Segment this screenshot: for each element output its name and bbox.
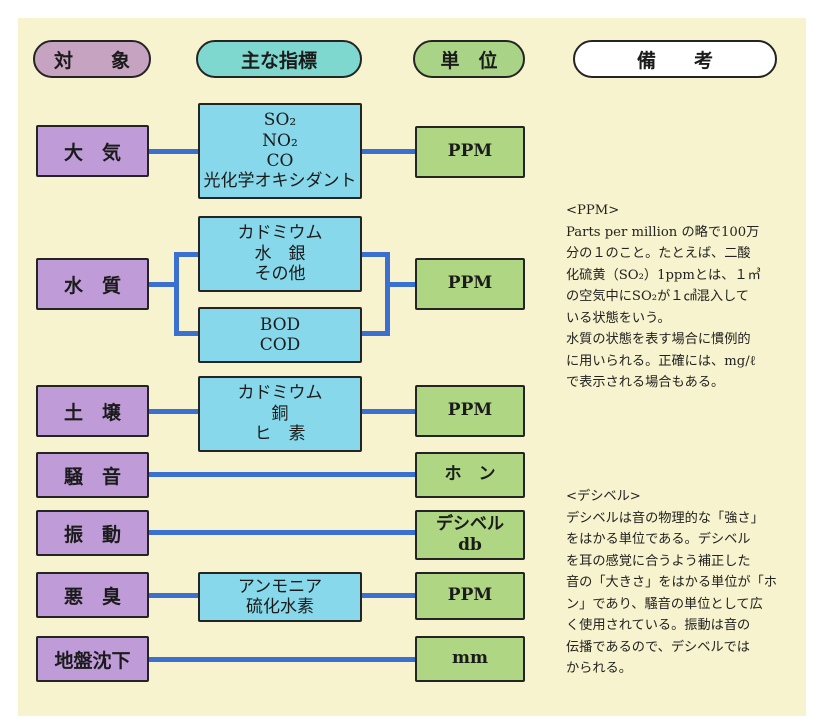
note-line: Parts per million の略で100万 xyxy=(566,224,760,240)
connector-water-left xyxy=(148,282,176,287)
note-line: 音の「大きさ」をはかる単位が「ホ xyxy=(566,575,777,590)
note-line: を耳の感覚に合うよう補正した xyxy=(566,553,751,569)
header-remarks: 備 考 xyxy=(573,40,777,78)
target-noise: 騒 音 xyxy=(36,452,149,498)
header-remarks-label: 備 考 xyxy=(636,49,713,72)
indicator-item: ヒ 素 xyxy=(254,424,306,445)
indicator-water-metals: カドミウム 水 銀 その他 xyxy=(198,216,362,292)
connector-subsidence xyxy=(148,657,415,662)
header-target-label: 対 象 xyxy=(53,49,130,72)
indicator-item: SO₂ xyxy=(263,110,297,131)
note-line: デシベルは音の物理的な「強さ」 xyxy=(566,510,764,526)
indicator-item: 水 銀 xyxy=(254,243,306,264)
header-unit: 単 位 xyxy=(413,40,525,78)
indicator-item: その他 xyxy=(254,264,306,285)
indicator-item: アンモニア xyxy=(237,576,323,597)
note-line: ン」であり、騒音の単位として広 xyxy=(566,596,763,612)
indicator-odor: アンモニア 硫化水素 xyxy=(198,572,362,622)
note-heading: <PPM> xyxy=(566,203,620,218)
connector-water-left-bottom xyxy=(174,331,198,336)
note-line: 伝播であるので、デシベルでは xyxy=(566,639,750,655)
header-target: 対 象 xyxy=(33,40,151,78)
note-line: をはかる単位である。デシベル xyxy=(566,532,751,547)
note-line: 分の１のこと。たとえば、二酸 xyxy=(566,246,751,261)
unit-water: PPM xyxy=(415,258,525,310)
unit-noise: ホ ン xyxy=(415,452,525,498)
indicator-item: カドミウム xyxy=(237,223,323,244)
indicator-soil: カドミウム 銅 ヒ 素 xyxy=(198,376,362,452)
target-soil: 土 壌 xyxy=(36,385,149,437)
connector-odor-left xyxy=(148,593,198,598)
connector-noise xyxy=(148,472,415,477)
unit-label: mm xyxy=(452,648,488,669)
connector-soil-left xyxy=(148,409,198,414)
note-line: で表示される場合もある。 xyxy=(566,375,725,390)
indicator-item: 硫化水素 xyxy=(246,597,314,617)
note-line: いる状態をいう。 xyxy=(566,310,671,326)
unit-odor: PPM xyxy=(415,572,525,620)
note-line: の空気中にSO₂が１㎤混入して xyxy=(566,289,749,304)
indicator-item: COD xyxy=(259,335,301,355)
unit-sublabel: db xyxy=(458,535,482,555)
indicator-item: 光化学オキシダント xyxy=(203,171,357,192)
target-air: 大 気 xyxy=(36,125,149,177)
unit-air: PPM xyxy=(415,126,525,178)
indicator-item: CO xyxy=(266,151,294,171)
note-heading: <デシベル> xyxy=(566,489,641,504)
indicator-item: 銅 xyxy=(271,403,289,424)
unit-soil: PPM xyxy=(415,385,525,437)
connector-water-left-top xyxy=(174,252,198,257)
header-unit-label: 単 位 xyxy=(440,49,498,72)
unit-label: PPM xyxy=(447,141,493,162)
target-odor: 悪 臭 xyxy=(36,572,149,618)
note-decibel: <デシベル> デシベルは音の物理的な「強さ」 をはかる単位である。デシベル を耳… xyxy=(566,486,786,680)
note-line: 化硫黄（SO₂）1ppmとは、１㎥ xyxy=(566,267,761,283)
unit-vibration: デシベル db xyxy=(415,510,525,560)
note-line: に用いられる。正確には、mg/ℓ xyxy=(566,353,756,369)
connector-air-left xyxy=(148,149,198,154)
unit-label: PPM xyxy=(447,273,493,294)
target-water: 水 質 xyxy=(36,258,149,310)
connector-water-right-bottom xyxy=(360,331,388,336)
unit-label: ホ ン xyxy=(444,464,496,485)
diagram-panel xyxy=(18,18,806,716)
note-ppm: <PPM> Parts per million の略で100万 分の１のこと。た… xyxy=(566,200,786,394)
indicator-item: NO₂ xyxy=(262,130,298,151)
note-line: 水質の状態を表す場合に慣例的 xyxy=(566,332,751,347)
unit-label: PPM xyxy=(447,585,493,606)
connector-water-right-bracket xyxy=(385,252,390,336)
connector-odor-right xyxy=(360,593,415,598)
connector-air-right xyxy=(360,149,415,154)
target-vibration: 振 動 xyxy=(36,510,149,556)
connector-water-right-top xyxy=(360,252,388,257)
indicator-item: カドミウム xyxy=(237,383,323,404)
indicator-item: BOD xyxy=(259,314,301,335)
connector-water-right xyxy=(385,282,415,287)
target-subsidence: 地盤沈下 xyxy=(36,636,149,682)
header-indicator: 主な指標 xyxy=(196,40,362,78)
note-line: く使用されている。振動は音の xyxy=(566,618,751,633)
indicator-air: SO₂ NO₂ CO 光化学オキシダント xyxy=(198,103,362,199)
indicator-water-organic: BOD COD xyxy=(198,307,362,363)
connector-water-left-bracket xyxy=(174,252,179,336)
unit-label: PPM xyxy=(447,400,493,421)
unit-subsidence: mm xyxy=(415,636,525,682)
unit-label: デシベル xyxy=(436,513,504,534)
note-line: かられる。 xyxy=(566,661,632,676)
connector-vibration xyxy=(148,530,415,535)
connector-soil-right xyxy=(360,409,415,414)
header-indicator-label: 主な指標 xyxy=(240,49,317,72)
